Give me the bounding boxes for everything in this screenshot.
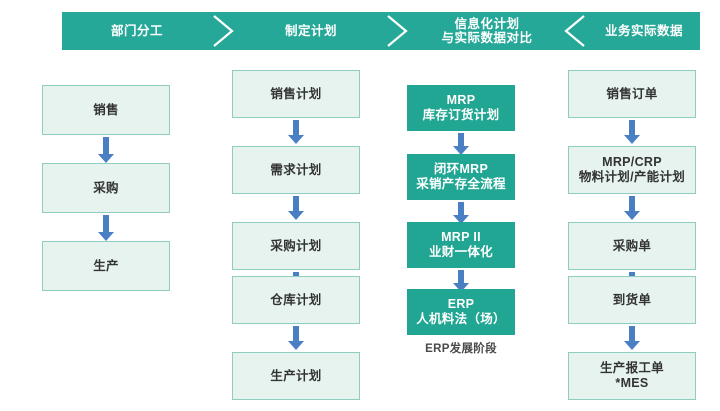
header-segment-department[interactable]: 部门分工 bbox=[110, 24, 163, 38]
node-sales[interactable]: 销售 bbox=[42, 85, 170, 135]
erp-stage-caption: ERP发展阶段 bbox=[425, 343, 497, 355]
node-production-plan[interactable]: 生产计划 bbox=[232, 352, 360, 400]
arrow-down-erp-1 bbox=[453, 133, 469, 155]
node-purchase-plan[interactable]: 采购计划 bbox=[232, 222, 360, 270]
arrow-down-plan-1 bbox=[288, 120, 304, 144]
arrow-down-erp-3 bbox=[453, 270, 469, 292]
chevron-right-2-icon bbox=[384, 13, 410, 49]
arrow-down-biz-2 bbox=[624, 196, 640, 220]
node-purchasing[interactable]: 采购 bbox=[42, 163, 170, 213]
node-production-report[interactable]: 生产报工单 *MES bbox=[568, 352, 696, 400]
node-sales-plan[interactable]: 销售计划 bbox=[232, 70, 360, 118]
chevron-left-3-icon bbox=[562, 13, 588, 49]
process-header-band: 部门分工 制定计划 信息化计划 与实际数据对比 业务实际数据 bbox=[62, 12, 700, 50]
node-receipt-order[interactable]: 到货单 bbox=[568, 276, 696, 324]
arrow-down-plan-4 bbox=[288, 326, 304, 350]
arrow-down-dept-1 bbox=[98, 137, 114, 163]
node-demand-plan[interactable]: 需求计划 bbox=[232, 146, 360, 194]
node-warehouse-plan[interactable]: 仓库计划 bbox=[232, 276, 360, 324]
arrow-down-biz-1 bbox=[624, 120, 640, 144]
arrow-down-biz-4 bbox=[624, 326, 640, 350]
node-closed-loop-mrp[interactable]: 闭环MRP 采销产存全流程 bbox=[407, 154, 515, 200]
node-mrp-crp[interactable]: MRP/CRP 物料计划/产能计划 bbox=[568, 146, 696, 194]
node-purchase-order[interactable]: 采购单 bbox=[568, 222, 696, 270]
node-mrp-2[interactable]: MRP II 业财一体化 bbox=[407, 222, 515, 268]
node-mrp[interactable]: MRP 库存订货计划 bbox=[407, 85, 515, 131]
header-segment-business-data[interactable]: 业务实际数据 bbox=[604, 24, 683, 38]
header-segment-informatization[interactable]: 信息化计划 与实际数据对比 bbox=[441, 17, 533, 45]
arrow-down-plan-2 bbox=[288, 196, 304, 220]
node-erp[interactable]: ERP 人机料法（场） bbox=[407, 289, 515, 335]
arrow-down-erp-2 bbox=[453, 202, 469, 224]
node-sales-order[interactable]: 销售订单 bbox=[568, 70, 696, 118]
header-segment-planning[interactable]: 制定计划 bbox=[284, 24, 337, 38]
arrow-down-dept-2 bbox=[98, 215, 114, 241]
node-production[interactable]: 生产 bbox=[42, 241, 170, 291]
chevron-right-1-icon bbox=[210, 13, 236, 49]
